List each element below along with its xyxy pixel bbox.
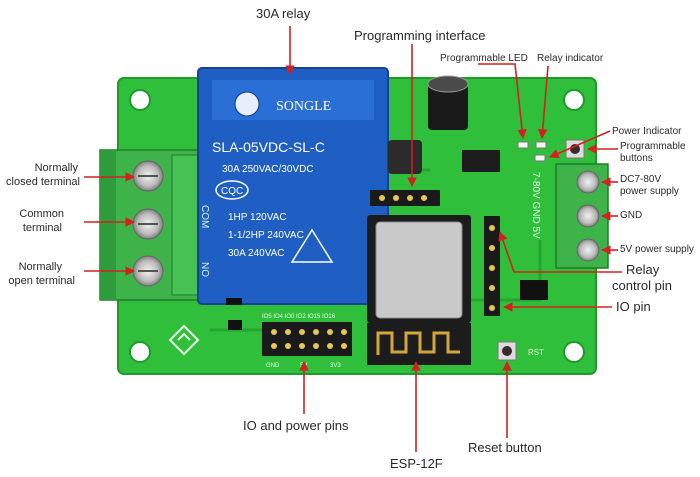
label-com-1: Common <box>19 208 64 220</box>
label-power-indicator: Power Indicator <box>612 126 682 137</box>
transistor <box>228 320 242 330</box>
label-5v-supply: 5V power supply <box>620 244 694 255</box>
arrow-power-ind <box>549 130 611 158</box>
diode <box>226 298 242 305</box>
label-nc-1: Normally <box>34 162 78 174</box>
label-reset-button: Reset button <box>468 440 542 455</box>
label-30a-relay: 30A relay <box>256 6 311 21</box>
label-esp12f: ESP-12F <box>390 456 443 471</box>
programmable-led <box>517 141 529 149</box>
label-relay-control-1: Relay <box>626 262 660 277</box>
callout-arrows <box>84 26 622 452</box>
relay-brand: SONGLE <box>276 99 331 114</box>
label-io-pin: IO pin <box>616 299 651 314</box>
label-relay-indicator: Relay indicator <box>537 53 604 64</box>
relay-cert: CQC <box>221 186 243 197</box>
label-programmable-buttons-2: buttons <box>620 153 653 164</box>
label-dc-supply-2: power supply <box>620 186 679 197</box>
gnd-screw <box>576 204 600 228</box>
esp12f-module <box>367 215 471 365</box>
regulator-chip <box>462 150 500 172</box>
label-gnd: GND <box>620 210 643 221</box>
label-relay-control-2: control pin <box>612 278 672 293</box>
programming-header <box>370 190 440 206</box>
relay-30a: SONGLE SLA-05VDC-SL-C 30A 250VAC/30VDC C… <box>197 67 389 305</box>
dc-screw <box>576 170 600 194</box>
power-indicator-led <box>534 154 546 162</box>
silk-gnd-row: GND <box>266 363 280 369</box>
logo-mark <box>168 324 200 356</box>
inductor <box>388 140 422 174</box>
relay-rating-1: 30A 250VAC/30VDC <box>222 164 314 175</box>
relay-rating-4: 30A 240VAC <box>228 248 285 259</box>
relay-rating-2: 1HP 120VAC <box>228 212 287 223</box>
label-io-power-pins: IO and power pins <box>243 418 349 433</box>
relay-model: SLA-05VDC-SL-C <box>212 139 325 155</box>
io-pin-header <box>484 216 500 316</box>
label-programmable-buttons-1: Programmable <box>620 141 686 152</box>
label-programming-interface: Programming interface <box>354 28 486 43</box>
silk-power-header: 7-80V GND 5V <box>530 172 541 239</box>
label-no-1: Normally <box>18 261 62 273</box>
silk-io-row: IO5 IO4 IO0 IO2 IO15 IO16 <box>262 314 336 320</box>
label-programmable-led: Programmable LED <box>440 53 528 64</box>
electrolytic-capacitor <box>427 75 469 130</box>
arrow-relay-control <box>498 231 622 273</box>
silk-no: NO <box>199 262 210 277</box>
io-power-header <box>262 322 352 356</box>
power-terminal-block <box>555 163 609 269</box>
arrow-prog-led <box>478 63 527 139</box>
v5-screw <box>576 238 600 262</box>
label-nc-2: closed terminal <box>6 176 80 188</box>
arrow-relay-ind <box>537 65 549 139</box>
silk-rst: RST <box>528 348 544 357</box>
relay-terminal-block <box>99 149 211 301</box>
silk-com: COM <box>199 205 210 228</box>
label-com-2: terminal <box>22 222 62 234</box>
silk-3v3: 3V3 <box>330 363 341 369</box>
ldo-chip <box>520 280 548 300</box>
label-no-2: open terminal <box>8 275 75 287</box>
relay-rating-3: 1-1/2HP 240VAC <box>228 230 304 241</box>
relay-indicator-led <box>535 141 547 149</box>
reset-button[interactable] <box>497 341 517 361</box>
label-dc-supply-1: DC7-80V <box>620 174 662 185</box>
